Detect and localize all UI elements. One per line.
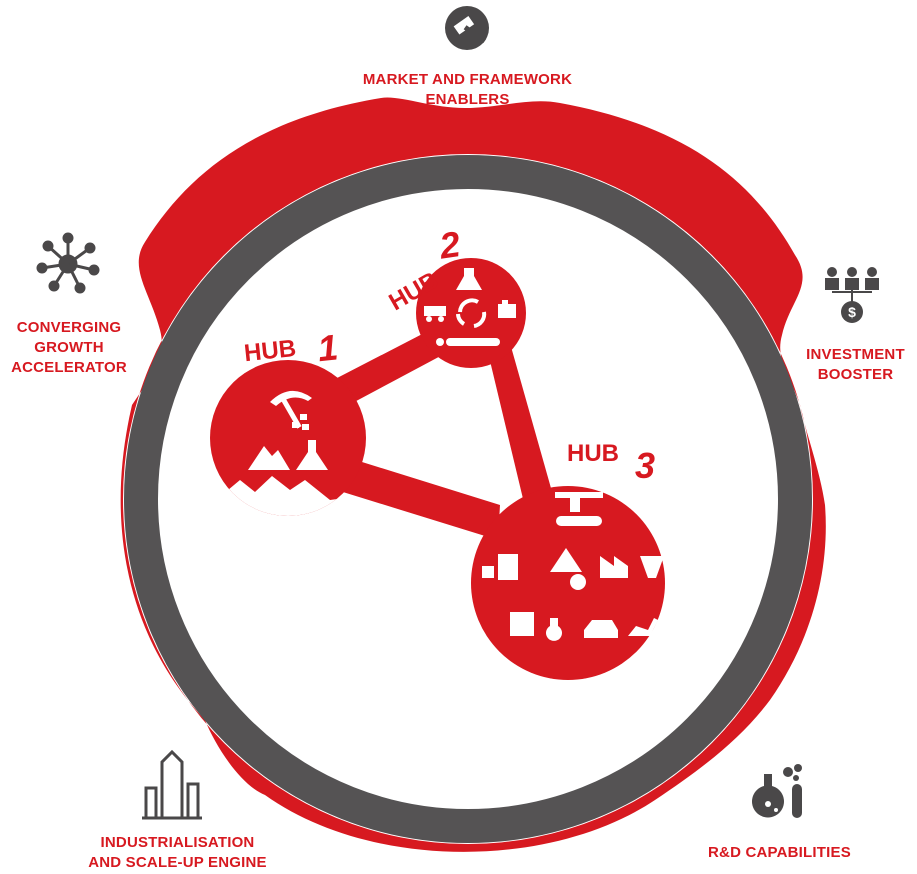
gavel-icon bbox=[445, 6, 489, 50]
pickaxe-icon bbox=[270, 390, 312, 406]
enabler-investment-label: INVESTMENT BOOSTER bbox=[794, 345, 917, 385]
electric-car-icon bbox=[584, 620, 618, 638]
hub-2: HUB 2 bbox=[384, 223, 526, 368]
connector-hub1-hub3 bbox=[330, 452, 500, 540]
inner-grey-ring bbox=[124, 155, 812, 843]
factory-icon bbox=[600, 556, 628, 578]
hub-3-word: HUB bbox=[567, 440, 619, 467]
enabler-market-line2: ENABLERS bbox=[425, 91, 510, 108]
enabler-investment-line1: INVESTMENT bbox=[806, 346, 905, 363]
plug-icon bbox=[545, 618, 562, 641]
enabler-industrialisation-line2: AND SCALE-UP ENGINE bbox=[88, 854, 267, 871]
crane-icon bbox=[510, 612, 534, 636]
hub-1-circle bbox=[210, 360, 366, 516]
hub-3-number: 3 bbox=[635, 445, 655, 486]
battery-pack-icon bbox=[498, 300, 516, 318]
enabler-converging-label: CONVERGING GROWTH ACCELERATOR bbox=[0, 318, 138, 378]
mining-truck-icon bbox=[424, 306, 446, 322]
enabler-investment-line2: BOOSTER bbox=[817, 366, 894, 383]
recycle-icon bbox=[456, 298, 487, 328]
enabler-converging-line1: CONVERGING bbox=[16, 319, 122, 336]
hub-3: HUB 3 bbox=[471, 440, 665, 680]
ore-rocks-icon bbox=[292, 414, 309, 430]
hub-1: HUB 1 bbox=[210, 326, 366, 516]
enabler-rnd-line1: R&D CAPABILITIES bbox=[708, 844, 851, 861]
magnet-icon bbox=[640, 556, 664, 578]
connector-hub2-hub3 bbox=[485, 336, 560, 528]
lab-flask-icon bbox=[752, 764, 802, 818]
flask-icon bbox=[456, 268, 482, 290]
hub-2-number: 2 bbox=[436, 223, 463, 267]
enabler-market-line1: MARKET AND FRAMEWORK bbox=[362, 71, 573, 88]
mountain-icon bbox=[248, 446, 290, 470]
industry-buildings-icon bbox=[142, 749, 202, 820]
svg-text:$: $ bbox=[848, 304, 856, 320]
3d-printer-icon bbox=[555, 492, 603, 526]
cell-module-icon bbox=[498, 554, 518, 580]
investors-dollar-icon: $ bbox=[825, 267, 879, 323]
conveyor-icon bbox=[436, 338, 500, 346]
network-node-icon bbox=[36, 232, 100, 294]
robot-arm-icon bbox=[628, 618, 658, 636]
enabler-industrialisation-line1: INDUSTRIALISATION bbox=[100, 834, 255, 851]
enabler-market-label: MARKET AND FRAMEWORK ENABLERS bbox=[330, 70, 605, 110]
hub-1-number: 1 bbox=[316, 326, 340, 369]
hub-3-circle bbox=[471, 486, 665, 680]
enabler-converging-line2: GROWTH bbox=[34, 339, 104, 356]
enabler-converging-line3: ACCELERATOR bbox=[11, 359, 127, 376]
enabler-industrialisation-label: INDUSTRIALISATION AND SCALE-UP ENGINE bbox=[65, 833, 290, 873]
material-pile-icon bbox=[570, 574, 586, 590]
flask-icon bbox=[296, 440, 328, 470]
hub-1-word: HUB bbox=[243, 335, 298, 367]
battery-cells-icon bbox=[482, 566, 494, 578]
enabler-rnd-label: R&D CAPABILITIES bbox=[708, 843, 888, 863]
material-pile-icon bbox=[550, 548, 582, 572]
